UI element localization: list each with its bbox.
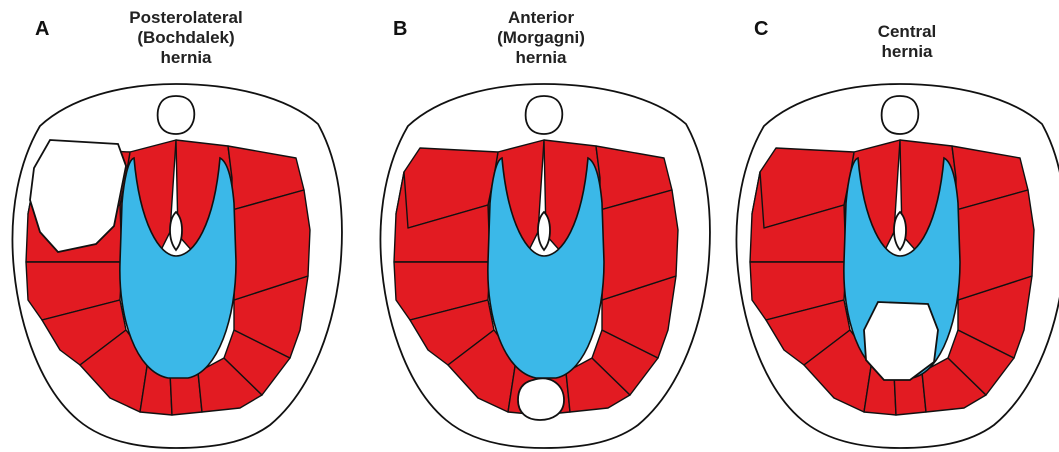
panel-title-line: hernia xyxy=(441,48,641,68)
caval-opening xyxy=(538,212,550,250)
panel-title-line: hernia xyxy=(86,48,286,68)
caval-opening xyxy=(170,212,182,250)
panel-title-line: (Morgagni) xyxy=(441,28,641,48)
hernia-defect xyxy=(864,302,938,380)
panel-b: B Anterior (Morgagni) hernia xyxy=(368,0,721,452)
vessel-outline xyxy=(882,96,919,134)
caval-opening xyxy=(894,212,906,250)
panel-title-a: Posterolateral (Bochdalek) hernia xyxy=(86,8,286,68)
panel-title-line: hernia xyxy=(807,42,1007,62)
panel-letter-b: B xyxy=(393,18,407,41)
vessel-outline xyxy=(158,96,195,134)
panel-title-line: Posterolateral xyxy=(86,8,286,28)
panel-title-line: Anterior xyxy=(441,8,641,28)
diaphragm-body-b xyxy=(380,84,709,448)
panel-title-line: (Bochdalek) xyxy=(86,28,286,48)
panel-letter-c: C xyxy=(754,18,768,41)
vessel-outline xyxy=(526,96,563,134)
panel-letter-a: A xyxy=(35,18,49,41)
hernia-defect xyxy=(518,378,564,420)
diaphragm-body-a xyxy=(12,84,341,448)
panel-title-c: Central hernia xyxy=(807,22,1007,62)
diaphragm-body-c xyxy=(736,84,1059,448)
panel-a: A Posterolateral (Bochdalek) hernia xyxy=(0,0,353,452)
panel-title-b: Anterior (Morgagni) hernia xyxy=(441,8,641,68)
panel-title-line: Central xyxy=(807,22,1007,42)
diaphragm-diagram-c xyxy=(724,0,1059,452)
panel-c: C Central hernia xyxy=(724,0,1059,452)
